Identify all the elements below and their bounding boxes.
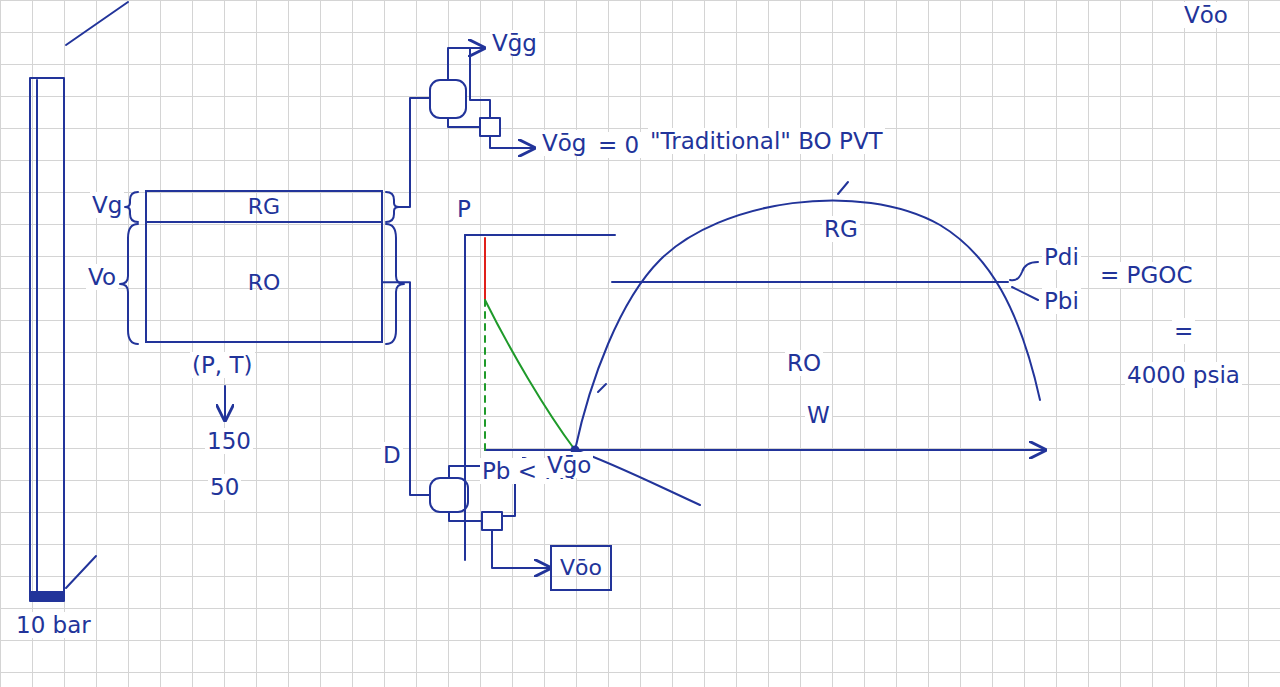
axis <box>465 234 615 236</box>
sketch-label: Vōg <box>540 130 588 156</box>
sketch-label: P <box>455 196 473 222</box>
wellbore <box>30 78 64 600</box>
pressure-path <box>484 238 486 300</box>
sketch-label: "Traditional" BO PVT <box>648 128 885 154</box>
separator <box>480 118 500 136</box>
sketch-label: Vḡo <box>545 452 593 478</box>
sketch-label: RG <box>822 216 860 242</box>
sketch-label: 50 <box>208 474 241 500</box>
flow-connector <box>383 282 550 568</box>
brace <box>125 192 138 222</box>
sketch-label: Vōo <box>1182 2 1230 28</box>
box-label: RO <box>246 270 283 295</box>
separator <box>430 478 468 512</box>
brace <box>386 192 399 222</box>
pressure-path <box>484 300 486 450</box>
sketch-label: Vo <box>86 264 118 290</box>
sketch-label: D <box>381 442 403 468</box>
sketch-label: = PGOC <box>1098 262 1194 288</box>
brace <box>386 224 404 344</box>
sketch-label: Pdi <box>1042 244 1081 270</box>
process-box: RO <box>145 221 383 343</box>
separator <box>482 512 502 530</box>
sketch-label: Pbi <box>1042 288 1081 314</box>
leader-line <box>1012 287 1038 300</box>
brace <box>120 224 138 344</box>
sketch-label: W <box>805 402 832 428</box>
sketch-label: Vḡg <box>490 30 539 56</box>
arrow <box>224 386 226 420</box>
process-box: Vōo <box>550 545 612 591</box>
sketch-label: 4000 psia <box>1125 362 1242 388</box>
sketch-label: 10 bar <box>14 612 93 638</box>
tick <box>838 182 848 194</box>
sketch-stroke <box>66 556 96 588</box>
sketch-label: = 0 <box>596 132 641 158</box>
flow-line <box>470 48 490 118</box>
leader-line <box>1010 262 1038 280</box>
sketch-label: = <box>1172 318 1195 344</box>
flow-line <box>399 98 430 207</box>
sketch-label: RO <box>785 350 823 376</box>
sketch-label: 150 <box>205 428 253 454</box>
flow-line <box>490 136 534 148</box>
process-box: RG <box>145 190 383 223</box>
box-label: RG <box>246 194 282 219</box>
axis <box>464 235 466 560</box>
tick <box>598 384 606 392</box>
flow-line <box>448 118 480 127</box>
phase-envelope <box>575 200 1040 450</box>
pressure-line <box>612 281 1008 283</box>
separator <box>430 80 466 118</box>
sketch-label: Vg <box>90 192 124 218</box>
wellbore-wall <box>36 80 38 598</box>
axis <box>485 449 1045 451</box>
box-label: Vōo <box>558 555 604 580</box>
sketch-stroke <box>66 2 128 45</box>
sketch-stroke <box>575 450 700 505</box>
pressure-path <box>485 300 575 450</box>
sketch-label: (P, T) <box>190 352 255 378</box>
flow-line <box>448 48 484 80</box>
wellbore-bottom <box>30 592 64 601</box>
